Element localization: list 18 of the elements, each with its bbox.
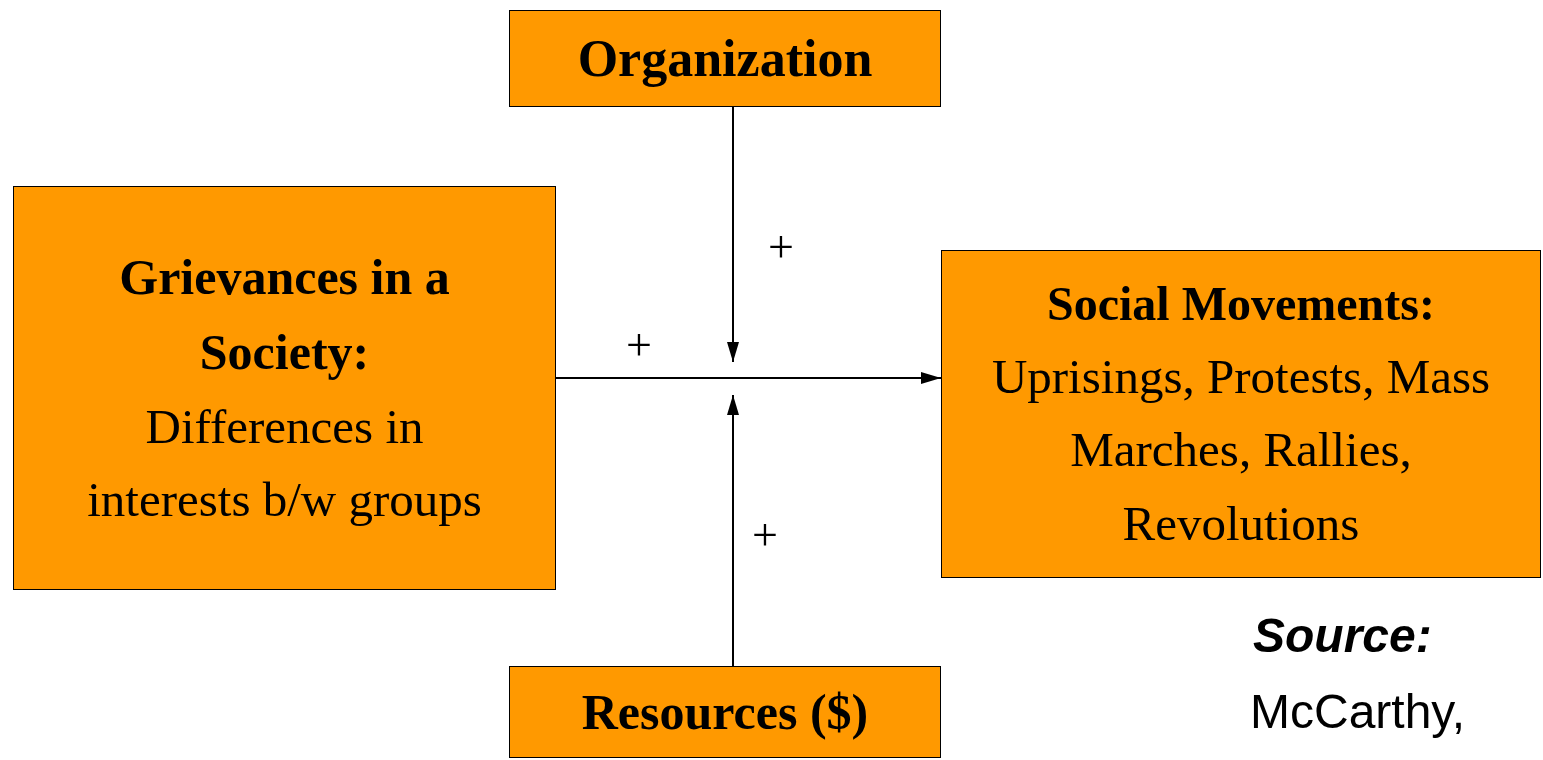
process-box xyxy=(509,666,941,758)
citation-text: McCarthy, xyxy=(1250,688,1466,736)
box-heading: Organization xyxy=(577,28,873,89)
box-heading: Social Movements: xyxy=(1047,275,1435,332)
arrow xyxy=(555,372,942,384)
process-box xyxy=(941,250,1541,578)
process-box xyxy=(13,186,556,590)
edge-label: + xyxy=(752,512,778,558)
source-label: Source: xyxy=(1253,612,1432,660)
process-box xyxy=(509,10,941,107)
box-heading: Resources ($) xyxy=(581,682,869,742)
arrow xyxy=(727,394,739,667)
edge-label: + xyxy=(768,224,794,270)
box-heading: Grievances in a Society: xyxy=(118,247,451,382)
box-text: Differences in interests b/w groups xyxy=(86,397,483,529)
arrow xyxy=(727,106,739,363)
edge-label: + xyxy=(626,322,652,368)
box-text: Uprisings, Protests, Mass Marches, Rallies, Revolutions xyxy=(990,347,1492,553)
